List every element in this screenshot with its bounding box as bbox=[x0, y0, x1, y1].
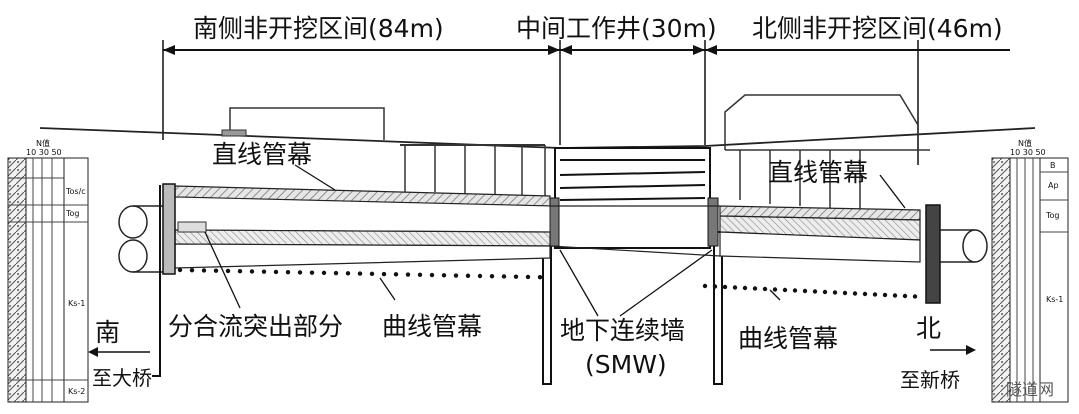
curved-pipe-dot bbox=[842, 290, 848, 296]
middle-shaft-label: 中间工作井(30m) bbox=[516, 14, 717, 43]
borehole-right-layer-4: Ks-1 bbox=[1046, 295, 1064, 304]
curved-pipe-roof-dots bbox=[177, 267, 543, 280]
curved-pipe-dot bbox=[357, 271, 363, 276]
curved-pipe-dot bbox=[285, 269, 291, 275]
borehole-right-layer-1: B bbox=[1050, 161, 1056, 170]
curved-pipe-dot bbox=[822, 289, 828, 295]
curved-pipe-dot bbox=[417, 272, 423, 277]
borehole-left-nvalue: N值 bbox=[36, 139, 50, 148]
straight-pipe-roof-label-right: 直线管幕 bbox=[768, 158, 869, 187]
borehole-left-layer-3: Ks-1 bbox=[68, 299, 86, 308]
watermark-text: 隧道网 bbox=[1006, 380, 1055, 399]
ground-surface bbox=[39, 94, 1036, 150]
curved-pipe-dot bbox=[237, 269, 243, 274]
curved-pipe-dot bbox=[882, 292, 888, 298]
curved-pipe-dot bbox=[513, 274, 519, 279]
curved-pipe-dot bbox=[381, 271, 387, 277]
diaphragm-wall-label: 地下连续墙 bbox=[560, 316, 686, 345]
direction-arrows bbox=[88, 345, 976, 357]
curved-pipe-dot bbox=[321, 270, 327, 276]
curved-pipe-dot bbox=[501, 274, 507, 279]
curved-pipe-dot bbox=[213, 268, 219, 273]
curved-pipe-dot bbox=[441, 273, 447, 278]
curved-pipe-roof-label-left: 曲线管幕 bbox=[382, 312, 483, 341]
curved-pipe-dot bbox=[752, 286, 758, 291]
curved-pipe-dot bbox=[261, 269, 267, 274]
curved-pipe-dot bbox=[189, 268, 195, 273]
curved-pipe-dot bbox=[802, 288, 808, 294]
smw-label: (SMW) bbox=[585, 350, 667, 379]
curved-pipe-dot bbox=[405, 272, 411, 277]
curved-pipe-roof-dots-right bbox=[702, 283, 918, 299]
curved-pipe-dot bbox=[393, 272, 399, 277]
curved-pipe-dot bbox=[732, 285, 738, 290]
north-section-label: 北侧非开挖区间(46m) bbox=[752, 14, 1003, 43]
borehole-right-nvalue: N值 bbox=[1018, 139, 1032, 148]
curved-pipe-dot bbox=[309, 270, 315, 275]
borehole-right-layer-2: Ap bbox=[1048, 181, 1059, 190]
dimension-line bbox=[162, 40, 1010, 165]
leader-lines bbox=[204, 164, 906, 317]
curved-pipe-dot bbox=[201, 268, 207, 273]
curved-pipe-dot bbox=[429, 272, 435, 278]
branch-junction-label: 分合流突出部分 bbox=[168, 312, 344, 341]
curved-pipe-dot bbox=[792, 288, 798, 293]
curved-pipe-dot bbox=[297, 270, 303, 275]
curved-pipe-dot bbox=[489, 274, 495, 279]
curved-pipe-dot bbox=[812, 289, 818, 294]
curved-pipe-dot bbox=[762, 286, 768, 292]
curved-pipe-dot bbox=[477, 273, 483, 279]
curved-pipe-dot bbox=[453, 273, 459, 278]
curved-pipe-dot bbox=[702, 283, 708, 289]
borehole-left-layer-4: Ks-2 bbox=[68, 387, 86, 396]
curved-pipe-dot bbox=[772, 287, 778, 292]
curved-pipe-dot bbox=[369, 271, 375, 277]
curved-pipe-dot bbox=[912, 294, 918, 299]
curved-pipe-roof-label-right: 曲线管幕 bbox=[738, 324, 839, 353]
borehole-left-layer-1: Tos/c bbox=[66, 187, 86, 196]
curved-pipe-dot bbox=[872, 292, 878, 297]
borehole-right-layer-3: Tog bbox=[1046, 211, 1060, 220]
curved-pipe-dot bbox=[225, 268, 231, 274]
curved-pipe-dot bbox=[832, 290, 838, 295]
curved-pipe-dot bbox=[525, 274, 531, 280]
straight-pipe-roof-label-left: 直线管幕 bbox=[212, 140, 313, 169]
curved-pipe-dot bbox=[465, 273, 471, 278]
curved-pipe-dot bbox=[852, 291, 858, 296]
curved-pipe-dot bbox=[273, 269, 279, 275]
curved-pipe-dot bbox=[333, 270, 339, 276]
north-direction-label: 北 bbox=[916, 314, 942, 343]
borehole-left bbox=[7, 157, 89, 403]
borehole-right-scale: 10 30 50 bbox=[1010, 148, 1046, 157]
curved-pipe-dot bbox=[345, 271, 351, 276]
curved-pipe-dot bbox=[902, 293, 908, 299]
curved-pipe-dot bbox=[862, 291, 868, 297]
south-destination-label: 至大桥 bbox=[92, 366, 152, 390]
borehole-left-scale: 10 30 50 bbox=[26, 148, 62, 157]
tunnel-body bbox=[118, 183, 988, 377]
south-section-label: 南侧非开挖区间(84m) bbox=[193, 14, 444, 43]
north-destination-label: 至新桥 bbox=[900, 368, 960, 392]
south-direction-label: 南 bbox=[95, 318, 121, 347]
curved-pipe-dot bbox=[892, 293, 898, 298]
curved-pipe-dot bbox=[537, 275, 543, 280]
curved-pipe-dot bbox=[712, 284, 718, 289]
curved-pipe-dot bbox=[177, 267, 183, 273]
borehole-left-layer-2: Tog bbox=[66, 209, 80, 218]
curved-pipe-dot bbox=[722, 284, 728, 290]
working-shaft bbox=[542, 147, 723, 385]
temporary-supports bbox=[400, 144, 930, 212]
curved-pipe-dot bbox=[742, 285, 748, 291]
borehole-right bbox=[991, 157, 1069, 403]
curved-pipe-dot bbox=[249, 269, 255, 274]
curved-pipe-dot bbox=[782, 287, 788, 293]
